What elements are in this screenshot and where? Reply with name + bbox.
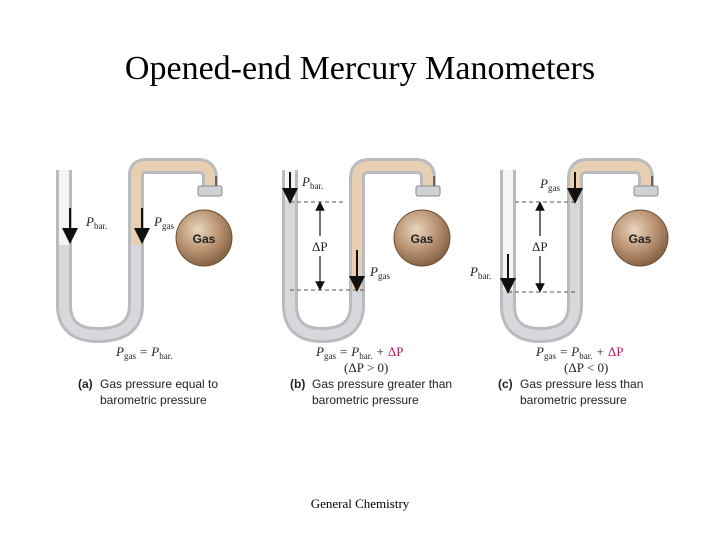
caption-letter-a: (a) — [78, 377, 93, 391]
caption-a-line2: barometric pressure — [100, 393, 207, 407]
p-bar-label: Pbar. — [85, 214, 107, 231]
valve-icon — [197, 185, 223, 197]
gas-tube — [131, 161, 215, 245]
gas-bulb — [175, 209, 233, 267]
delta-p-label: ΔP — [312, 239, 328, 254]
gas-bulb — [611, 209, 669, 267]
caption-b-line2: barometric pressure — [312, 393, 419, 407]
caption-c-line1: Gas pressure less than — [520, 377, 643, 391]
valve-icon — [415, 185, 441, 197]
gas-tube — [352, 161, 433, 290]
gas-bulb-label: Gas — [629, 232, 652, 246]
caption-a-line1: Gas pressure equal to — [100, 377, 218, 391]
equation-c: Pgas=Pbar.+ΔP — [535, 344, 623, 361]
mercury-column — [285, 200, 362, 340]
mercury-column — [503, 200, 580, 340]
gas-bulb-label: Gas — [411, 232, 434, 246]
caption-letter-b: (b) — [290, 377, 305, 391]
panel-c: Gas ΔP Pgas Pbar. Pgas=Pbar.+ΔP (ΔP< 0) … — [469, 158, 669, 407]
panel-b: Gas ΔP Pbar. Pgas Pgas=Pbar.+ΔP (ΔP> 0) … — [282, 158, 452, 407]
footer-text: General Chemistry — [310, 496, 410, 511]
page-title: Opened-end Mercury Manometers — [124, 50, 596, 87]
p-bar-label: Pbar. — [469, 264, 491, 281]
gas-bulb-label: Gas — [193, 232, 216, 246]
mercury-column — [59, 245, 141, 340]
p-gas-label: Pgas — [369, 264, 390, 281]
valve-icon — [633, 185, 659, 197]
caption-c-line2: barometric pressure — [520, 393, 627, 407]
equation-a: Pgas=Pbar. — [115, 344, 173, 361]
gas-bulb — [393, 209, 451, 267]
caption-b-line1: Gas pressure greater than — [312, 377, 452, 391]
p-bar-label: Pbar. — [301, 174, 323, 191]
equation-b: Pgas=Pbar.+ΔP — [315, 344, 403, 361]
delta-p-label: ΔP — [532, 239, 548, 254]
condition-b: (ΔP> 0) — [344, 360, 388, 375]
condition-c: (ΔP< 0) — [564, 360, 608, 375]
p-gas-label: Pgas — [153, 214, 174, 231]
p-gas-label: Pgas — [539, 176, 560, 193]
panel-a: Gas Pbar. Pgas Pgas=Pbar. (a) Gas pressu… — [56, 158, 233, 407]
caption-letter-c: (c) — [498, 377, 513, 391]
